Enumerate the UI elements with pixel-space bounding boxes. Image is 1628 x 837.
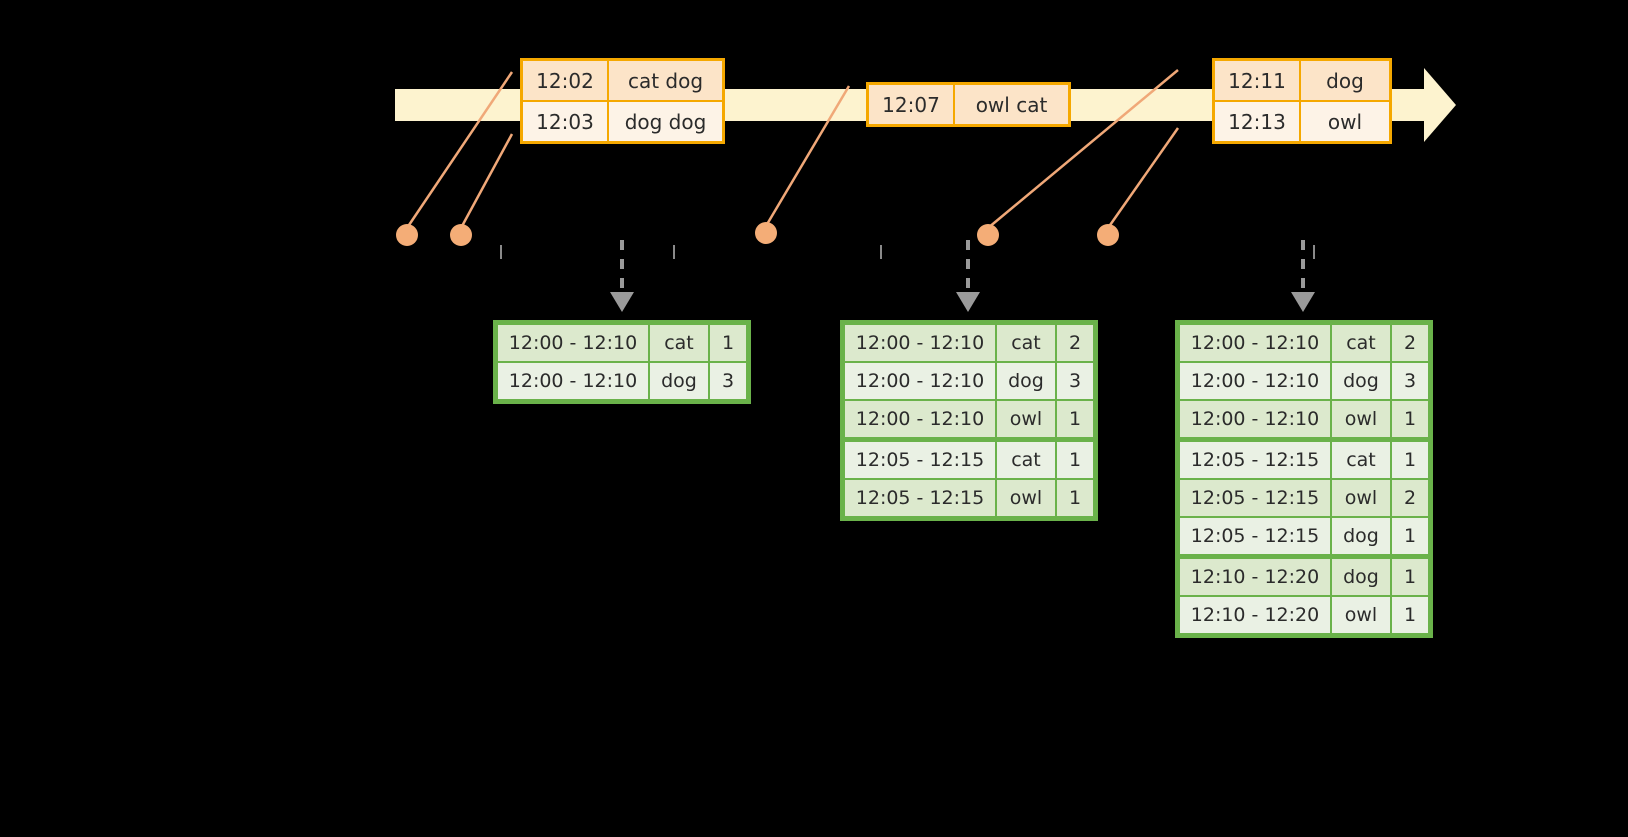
cell-word: cat [1332,442,1390,478]
table-row: 12:10 - 12:20 dog 1 [1179,555,1429,596]
cell-word: dog [1332,518,1390,554]
arrowhead-icon [956,292,980,312]
cell-count: 3 [1392,363,1428,399]
event-words: dog [1301,61,1389,100]
cell-count: 1 [1392,518,1428,554]
table-row: 12:10 - 12:20 owl 1 [1179,596,1429,634]
cell-word: cat [997,442,1055,478]
table-row: 12:05 - 12:15 cat 1 [844,438,1094,479]
cell-window: 12:00 - 12:10 [845,401,995,437]
cell-window: 12:00 - 12:10 [1180,325,1330,361]
result-table-1: 12:00 - 12:10 cat 1 12:00 - 12:10 dog 3 [493,320,751,404]
cell-word: dog [997,363,1055,399]
table-row: 12:00 - 12:10 cat 1 [497,324,747,362]
table-row: 12:00 - 12:10 cat 2 [844,324,1094,362]
event-time: 12:07 [869,85,955,124]
table-row: 12:00 - 12:10 dog 3 [1179,362,1429,400]
cell-window: 12:05 - 12:15 [845,480,995,516]
timeline-tick [880,245,882,259]
table-row: 12:05 - 12:15 cat 1 [1179,438,1429,479]
table-row: 12:00 - 12:10 dog 3 [844,362,1094,400]
cell-count: 1 [1392,442,1428,478]
event-time: 12:11 [1215,61,1301,100]
cell-word: owl [997,480,1055,516]
cell-window: 12:10 - 12:20 [1180,559,1330,595]
event-words: owl [1301,102,1389,141]
table-row: 12:00 - 12:10 owl 1 [1179,400,1429,438]
cell-window: 12:10 - 12:20 [1180,597,1330,633]
cell-word: owl [1332,401,1390,437]
table-row: 12:00 - 12:10 owl 1 [844,400,1094,438]
event-dot-5 [1097,224,1119,246]
cell-word: owl [997,401,1055,437]
event-box-2: 12:07 owl cat [866,82,1071,127]
timeline-tick [673,245,675,259]
cell-window: 12:00 - 12:10 [498,363,648,399]
event-dot-1 [396,224,418,246]
event-box-1: 12:02 cat dog 12:03 dog dog [520,58,725,144]
cell-window: 12:00 - 12:10 [1180,401,1330,437]
timeline-arrowhead-icon [1424,68,1456,142]
cell-word: dog [650,363,708,399]
timeline-tick [500,245,502,259]
table-row: 12:00 - 12:10 dog 3 [497,362,747,400]
event-dot-4 [977,224,999,246]
cell-window: 12:00 - 12:10 [498,325,648,361]
cell-word: cat [1332,325,1390,361]
timeline-tick [1313,245,1315,259]
event-time: 12:02 [523,61,609,100]
event-dot-2 [450,224,472,246]
cell-count: 1 [710,325,746,361]
cell-window: 12:00 - 12:10 [845,325,995,361]
event-words: owl cat [955,85,1068,124]
event-row: 12:02 cat dog [523,61,722,100]
cell-word: owl [1332,597,1390,633]
cell-window: 12:00 - 12:10 [845,363,995,399]
cell-count: 1 [1057,480,1093,516]
event-row: 12:03 dog dog [523,100,722,141]
cell-window: 12:05 - 12:15 [1180,480,1330,516]
cell-count: 2 [1057,325,1093,361]
event-box-3: 12:11 dog 12:13 owl [1212,58,1392,144]
cell-word: cat [650,325,708,361]
table-row: 12:05 - 12:15 owl 1 [844,479,1094,517]
cell-count: 1 [1392,597,1428,633]
cell-word: dog [1332,559,1390,595]
arrowhead-icon [1291,292,1315,312]
cell-window: 12:00 - 12:10 [1180,363,1330,399]
cell-count: 1 [1392,401,1428,437]
result-table-3: 12:00 - 12:10 cat 2 12:00 - 12:10 dog 3 … [1175,320,1433,638]
cell-window: 12:05 - 12:15 [1180,442,1330,478]
arrowhead-icon [610,292,634,312]
cell-count: 1 [1392,559,1428,595]
cell-window: 12:05 - 12:15 [845,442,995,478]
event-time: 12:03 [523,102,609,141]
event-dot-3 [755,222,777,244]
cell-count: 2 [1392,480,1428,516]
event-words: cat dog [609,61,722,100]
cell-count: 1 [1057,442,1093,478]
table-row: 12:00 - 12:10 cat 2 [1179,324,1429,362]
event-row: 12:11 dog [1215,61,1389,100]
event-row: 12:13 owl [1215,100,1389,141]
result-table-2: 12:00 - 12:10 cat 2 12:00 - 12:10 dog 3 … [840,320,1098,521]
table-row: 12:05 - 12:15 dog 1 [1179,517,1429,555]
event-row: 12:07 owl cat [869,85,1068,124]
cell-count: 2 [1392,325,1428,361]
cell-word: dog [1332,363,1390,399]
cell-count: 1 [1057,401,1093,437]
event-time: 12:13 [1215,102,1301,141]
cell-count: 3 [1057,363,1093,399]
cell-window: 12:05 - 12:15 [1180,518,1330,554]
event-words: dog dog [609,102,722,141]
cell-word: cat [997,325,1055,361]
table-row: 12:05 - 12:15 owl 2 [1179,479,1429,517]
cell-word: owl [1332,480,1390,516]
cell-count: 3 [710,363,746,399]
